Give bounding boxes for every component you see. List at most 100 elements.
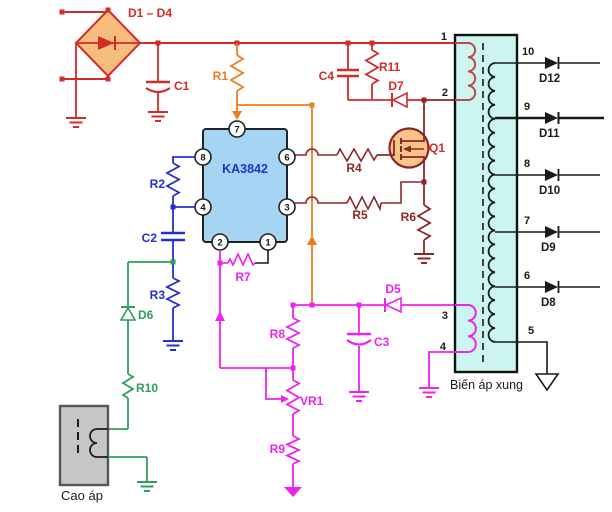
r4-label: R4 — [346, 161, 362, 175]
svg-text:3: 3 — [284, 203, 289, 214]
diode-d7-icon — [391, 91, 408, 109]
r8-label: R8 — [270, 327, 286, 341]
mosfet-q1: Q1 — [377, 97, 455, 205]
d7-label: D7 — [388, 79, 404, 93]
timing-network: R2 C2 R3 — [142, 156, 195, 351]
r5-label: R5 — [352, 208, 368, 222]
potentiometer-vr1: VR1 — [265, 368, 324, 415]
ground-bridge-icon — [66, 117, 86, 128]
tx-pin7-label: 7 — [524, 215, 530, 227]
r11-label: R11 — [379, 60, 401, 74]
capacitor-c1: C1 — [145, 43, 190, 122]
ic-pin-1: 1 — [259, 233, 277, 251]
ground-arrow-icon — [284, 487, 302, 497]
output-pin5-ground: 5 — [495, 325, 560, 392]
diode-d5-icon — [384, 296, 402, 314]
tx-pin1-label: 1 — [441, 31, 447, 43]
d9-label: D9 — [541, 242, 556, 254]
mosfet-arrow-icon — [403, 145, 411, 153]
output-d8: 6 D8 — [495, 270, 600, 309]
tx-pin9-label: 9 — [524, 101, 530, 113]
tx-pin8-label: 8 — [524, 158, 530, 170]
d8-label: D8 — [541, 297, 556, 309]
vr1-label: VR1 — [300, 394, 324, 408]
secondary-winding-icon — [487, 62, 496, 343]
d10-label: D10 — [539, 185, 560, 197]
arrow-up-icon — [215, 311, 225, 321]
r3-label: R3 — [150, 288, 166, 302]
ic-pin-7: 7 — [228, 120, 246, 138]
svg-text:7: 7 — [234, 125, 239, 136]
tx-pin4-label: 4 — [440, 341, 447, 353]
comp-network: R7 — [215, 250, 293, 369]
r10-label: R10 — [136, 381, 158, 395]
flyback-feedback: D6 R10 — [108, 261, 173, 430]
diode-d8-icon — [545, 281, 558, 293]
d5-label: D5 — [385, 282, 401, 296]
ic-ka3842: KA3842 7 8 4 2 1 6 3 — [194, 120, 296, 251]
tx-pin6-label: 6 — [524, 270, 530, 282]
r2-label: R2 — [150, 177, 166, 191]
snubber-network: C4 R11 D7 — [319, 43, 424, 109]
tx-pin2-label: 2 — [442, 87, 448, 99]
ground-r3-icon — [163, 340, 183, 351]
d6-label: D6 — [138, 308, 154, 322]
q1-label: Q1 — [429, 141, 445, 155]
flyback-label: Cao áp — [61, 488, 103, 503]
ic-pin-6: 6 — [278, 148, 296, 166]
svg-text:1: 1 — [265, 238, 271, 249]
ic-pin-3: 3 — [278, 198, 296, 216]
ic-pin-4: 4 — [194, 198, 212, 216]
diode-d9-icon — [545, 226, 558, 238]
feedback-divider: D5 C3 R8 VR1 R9 — [265, 282, 455, 497]
tx-pin10-label: 10 — [522, 46, 534, 58]
primary-winding-icon — [455, 42, 477, 101]
gate-drive-network: R4 R5 — [295, 147, 427, 222]
output-d10: 8 D10 — [495, 158, 600, 197]
diode-d6-icon — [119, 306, 137, 321]
arrow-down-icon — [232, 111, 242, 120]
r1-label: R1 — [213, 69, 229, 83]
d11-label: D11 — [539, 128, 560, 140]
vcc-wire — [232, 102, 317, 305]
svg-text:8: 8 — [200, 153, 205, 164]
tx-pin5-label: 5 — [528, 325, 534, 337]
svg-text:6: 6 — [284, 153, 289, 164]
diode-d12-icon — [545, 57, 558, 69]
aux-winding-icon — [455, 304, 477, 353]
svg-text:2: 2 — [217, 238, 222, 249]
ground-c3-icon — [349, 391, 369, 402]
dc-bus — [140, 40, 455, 46]
r9-label: R9 — [270, 442, 286, 456]
c4-label: C4 — [319, 69, 335, 83]
output-d11: 9 D11 — [495, 101, 604, 140]
ground-flyback-icon — [137, 481, 157, 492]
ground-c1-icon — [148, 111, 168, 122]
c1-label: C1 — [174, 79, 190, 93]
c2-label: C2 — [142, 231, 158, 245]
ground-open-triangle-icon — [534, 373, 560, 392]
secondary-outputs: 10 D12 9 D11 8 D10 7 D9 — [495, 46, 604, 392]
svg-text:4: 4 — [200, 203, 206, 214]
ic-pin-8: 8 — [194, 148, 212, 166]
diode-d11-icon — [545, 112, 558, 124]
d12-label: D12 — [539, 73, 560, 85]
tx-pin3-label: 3 — [442, 310, 448, 322]
ic-pin-2: 2 — [211, 233, 229, 251]
flyback-winding-icon — [89, 428, 108, 458]
ic-name: KA3842 — [222, 162, 268, 176]
pulse-transformer: 1 2 3 4 Biến áp xung — [419, 31, 523, 398]
diode-d10-icon — [545, 169, 558, 181]
r6-label: R6 — [401, 210, 417, 224]
ground-aux-icon — [419, 387, 439, 398]
wiper-arrow-icon — [281, 395, 289, 403]
resistor-r1: R1 — [213, 43, 245, 112]
flyback-box: Cao áp — [58, 404, 157, 503]
bridge-rectifier: D1 – D4 — [59, 6, 172, 128]
bridge-label: D1 – D4 — [128, 6, 172, 20]
ground-q1-icon — [414, 253, 434, 264]
arrow-up-icon — [307, 235, 317, 245]
bridge-diode-icon — [98, 36, 114, 50]
